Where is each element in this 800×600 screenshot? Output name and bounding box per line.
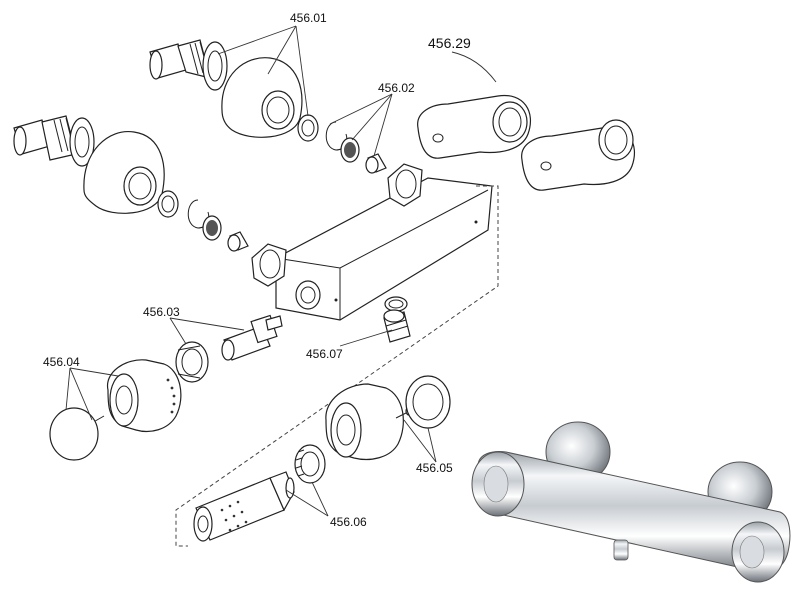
label-456-29: 456.29 <box>428 35 471 51</box>
label-456-05: 456.05 <box>416 461 453 475</box>
chrome-outlet <box>613 539 629 561</box>
handle-cap <box>49 407 99 461</box>
filter-top <box>340 137 360 163</box>
o-ring-left <box>157 190 179 218</box>
leader-lines <box>65 25 497 517</box>
flow-cartridge <box>221 314 283 361</box>
elbow-connector-left <box>13 115 95 167</box>
outlet-o-ring <box>384 296 408 312</box>
wall-plate-1 <box>417 94 532 159</box>
check-valve-left <box>227 231 249 252</box>
outlet-adaptor <box>383 309 411 343</box>
flow-nut <box>175 341 209 383</box>
filter-left <box>202 215 222 241</box>
temp-handle-cap <box>405 375 451 429</box>
label-456-02: 456.02 <box>378 81 415 95</box>
check-valve-top <box>365 153 387 174</box>
o-ring-top <box>297 114 319 142</box>
label-456-07: 456.07 <box>306 347 343 361</box>
label-456-03: 456.03 <box>143 305 180 319</box>
flow-handle <box>106 359 182 433</box>
wall-plate-2 <box>521 119 636 191</box>
valve-body <box>251 163 493 321</box>
elbow-connector-top <box>149 39 228 91</box>
thermostatic-cartridge <box>193 471 295 542</box>
cartridge-nut <box>294 444 326 484</box>
temp-handle <box>325 383 404 461</box>
label-456-01: 456.01 <box>290 11 327 25</box>
product-photo-chrome-valve <box>471 421 791 583</box>
label-456-06: 456.06 <box>330 515 367 529</box>
escutcheon-left <box>83 131 165 214</box>
label-456-04: 456.04 <box>43 355 80 369</box>
escutcheon-top <box>221 57 303 138</box>
